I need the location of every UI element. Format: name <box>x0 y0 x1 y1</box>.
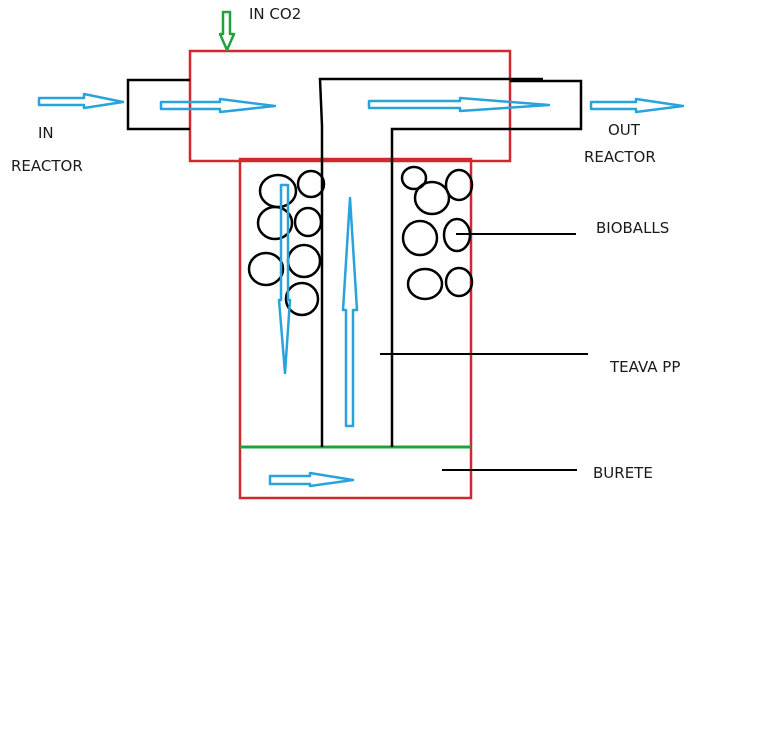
bioball <box>284 281 320 317</box>
outlet-internal-arrow <box>367 96 551 113</box>
bioball <box>286 243 322 279</box>
label-in-reactor: REACTOR <box>11 157 83 175</box>
bioballs-left <box>247 169 326 317</box>
bioball <box>406 267 444 301</box>
bioball <box>413 180 451 216</box>
label-burete: BURETE <box>593 464 653 482</box>
up-arrow <box>341 196 359 428</box>
chamber-in-arrow <box>159 97 277 114</box>
bioball <box>442 217 472 253</box>
flow-arrows <box>37 92 685 488</box>
label-in-co2: IN CO2 <box>249 5 302 23</box>
bioballs-right <box>400 165 474 301</box>
label-teava-pp: TEAVA PP <box>610 358 681 376</box>
label-out-reactor: REACTOR <box>584 148 656 166</box>
bioball <box>401 219 439 257</box>
down-arrow <box>277 183 292 375</box>
bioball <box>296 169 326 199</box>
bioball <box>258 173 298 209</box>
label-in: IN <box>38 124 54 142</box>
bioball <box>400 165 428 191</box>
bioball <box>293 206 323 238</box>
co2-arrow <box>218 10 236 52</box>
label-out: OUT <box>608 121 640 139</box>
label-bioballs: BIOBALLS <box>596 219 670 237</box>
outlet-pipe-top-wall <box>390 79 583 447</box>
lower-chamber <box>238 157 473 500</box>
bioball <box>444 168 474 202</box>
central-pipe-left-wall <box>318 77 543 447</box>
burete-arrow <box>268 471 355 488</box>
bioball <box>247 251 285 287</box>
bioball <box>444 266 474 298</box>
inlet-pipe <box>126 78 190 131</box>
bioball <box>256 205 294 241</box>
outlet-arrow <box>589 97 685 114</box>
inlet-arrow <box>37 92 125 110</box>
top-chamber <box>188 49 512 163</box>
